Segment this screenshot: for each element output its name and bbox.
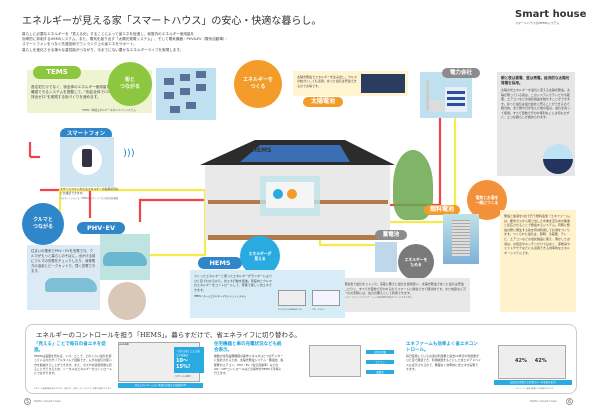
enefarm-screen-image: 42% 42% xyxy=(498,345,566,379)
fuel-cell-label: 燃料電池 xyxy=(424,205,460,215)
bottom-panel: エネルギーのコントロールを担う「HEMS」。暮らすだけで、省エネライフに切り替わ… xyxy=(25,324,577,394)
fuel-cell-text: 発電と給湯を1台で行う燃料電池「エネファーム」は、都市ガスから取り出した水素を空… xyxy=(504,214,572,255)
solar-economy-box: 朝と夜は買電、昼は売電。経済的な太陽光発電を採用。 太陽の光エネルギーを電気に変… xyxy=(497,72,575,176)
bottom-col1: 「見える」ことで毎日の省エネを促進。 HEMSは画面を見れば、いつ、どこで、どの… xyxy=(34,342,114,375)
battery-label: 蓄電池 xyxy=(375,230,407,240)
tems-label: TEMS xyxy=(33,66,81,79)
wireless-signal-icon: ))) xyxy=(123,148,135,159)
device-tag: 太陽光発電 xyxy=(366,350,394,354)
solar-label: 太陽電池 xyxy=(303,97,343,107)
logo: Smart house xyxy=(515,9,587,20)
hems-note: HEMS＝ホームエネルギーマネジメントシステム xyxy=(194,295,247,299)
solar-economy-heading: 朝と夜は買電、昼は売電。経済的な太陽光発電を採用。 xyxy=(501,76,570,85)
col2-heading: 住宅機器と車の充電状況なども統合表示。 xyxy=(214,342,282,353)
callout-text: 「見える化」による省エネ効果は xyxy=(176,350,200,357)
smartphone-text: スマートフォンからもエネルギーの使用状況などを確認できます。 xyxy=(60,187,119,195)
car-connect-circle: クルマと つながる xyxy=(22,203,64,245)
car-image xyxy=(100,234,150,280)
col3-heading: エネファームも効率よく省エネコントロール。 xyxy=(406,342,478,353)
day-night-image xyxy=(543,144,573,174)
col1-text: HEMSは画面を見れば、いつ、どこで、どのくらい電気を使っているのかがリアルタイ… xyxy=(34,354,112,376)
solar-box: 太陽光発電でエネルギーを生み出し、クルマの動力としても活用。余った電気は売電でき… xyxy=(293,71,408,96)
hems-label: HEMS xyxy=(198,257,242,269)
bath-banner: お風呂の湯温など必要なデータを総合表示! xyxy=(494,380,572,385)
device-screen-image xyxy=(309,345,361,377)
car-box: 住まいの電気でPHV・EVを充電でき、クルマがもっと暮らしのそばに。出かける前に… xyxy=(27,245,100,310)
battery-note: ※スマートグリッドアプリケーション等の接続は別途オプションとなります。 xyxy=(344,296,414,299)
phv-ev-label: PHV･EV xyxy=(77,222,125,234)
intro-text: 暮らしに必要なエネルギーを「見える化」することによって省エネを促進し、家庭内のエ… xyxy=(22,32,312,53)
intro-line: 暮らしに必要なエネルギーを「見える化」することによって省エネを促進し、家庭内のエ… xyxy=(22,32,195,36)
page-number-left: 5 xyxy=(24,398,31,405)
col2-text: 複数の住宅設備機器の操作パネルがひとつのモニターに集約されるため、太陽光発電シス… xyxy=(214,354,284,376)
child-charging-photo xyxy=(108,282,146,320)
hems-caption: スマートフォン xyxy=(312,309,325,311)
town-image xyxy=(156,68,216,120)
smartphone-image xyxy=(60,137,114,187)
tems-text: 各住宅だけでなく、街全体のエネルギー使用量を確認できるシステムを搭載して、"街区… xyxy=(31,85,111,100)
hems-text: つくったエネルギーと使ったエネルギーがモニターにより ひと目でわかるから、省エネ… xyxy=(194,274,272,292)
car-text: 住まいの電気でPHV・EVを充電でき、クルマがもっと暮らしのそばに。出かける前に… xyxy=(31,249,96,273)
device-tag: 蓄電池 xyxy=(366,370,394,374)
solar-panel-image xyxy=(361,74,405,93)
hems-box: つくったエネルギーと使ったエネルギーがモニターにより ひと目でわかるから、省エネ… xyxy=(190,270,345,318)
power-company-label: 電力会社 xyxy=(442,68,480,78)
power-company-image xyxy=(420,72,472,118)
hems-caption: タッチパネル式HEMSモニター xyxy=(278,309,303,311)
fuel-cell-image xyxy=(443,214,479,264)
screen-value: 42% xyxy=(534,358,547,364)
bottom-headline: エネルギーのコントロールを担う「HEMS」。暮らすだけで、省エネライフに切り替わ… xyxy=(36,331,301,339)
create-energy-circle: エネルギーを つくる xyxy=(234,60,282,108)
town-connect-circle: 街と つながる xyxy=(108,62,152,106)
device-tag: エアコン xyxy=(366,360,394,364)
col1-note: ※ガス・水道使用量を表示するには、別途ガス・水道メーターのセンサー設置が必要にな… xyxy=(34,388,113,390)
callout-option: （オプション表示） xyxy=(174,376,193,378)
savings-banner: 月のエネルギーコスト削減分が省エネ意識をUP! xyxy=(118,383,203,388)
callout-value: 10〜15%! xyxy=(176,358,191,370)
page-number-right: 6 xyxy=(566,398,573,405)
house-hems-label: HEMS xyxy=(252,147,272,154)
screen-value: 42% xyxy=(515,358,527,364)
col3-note: ※イメージ。画面は変更になる場合があります。 xyxy=(516,388,555,390)
page-title: エネルギーが見える家「スマートハウス」の安心・快適な暮らし。 xyxy=(22,16,322,27)
col3-text: 毎日使用しているお湯の利用量と過去10年分の利用量がひと目で確認でき、利用履歴を… xyxy=(406,354,481,371)
hems-monitor-image xyxy=(278,290,306,306)
battery-text: 蓄電池で電気をストック。深夜に蓄えた電気を昼間使い、太陽光発電で余った電気は売電… xyxy=(344,282,467,295)
store-energy-circle: エネルギーを ためる xyxy=(398,244,434,280)
intro-line: 効率的に抑制するHEMSシステム。また、電気を創り出す「太陽光発電システム」、そ… xyxy=(22,37,229,42)
fuel-cell-box: 発電と給湯を1台で行う燃料電池「エネファーム」は、都市ガスから取り出した水素を空… xyxy=(500,210,576,312)
house-illustration xyxy=(200,140,395,240)
footer-brand-left: Teitho smart town xyxy=(34,399,61,403)
hems-phone-image xyxy=(312,290,340,306)
bottom-col3: エネファームも効率よく省エネコントロール。 毎日使用しているお湯の利用量と過去1… xyxy=(406,342,481,371)
intro-line: スマートフォンをつなぐ先進技術でワンランク上の省エネをサポート。 xyxy=(22,42,137,47)
smartphone-note: ※スマートフォンで、HEMSやスマートハウスの状況を確認 xyxy=(60,197,119,200)
battery-box: 蓄電池で電気をストック。深夜に蓄えた電気を昼間使い、太陽光発電で余った電気は売電… xyxy=(340,278,470,312)
battery-image xyxy=(375,242,397,272)
col1-heading: 「見える」ことで毎日の省エネを促進。 xyxy=(34,342,106,353)
screen-label: HEMS画面 xyxy=(119,344,129,346)
car-charging-image xyxy=(45,278,97,292)
footer-brand-right: Teitho smart town xyxy=(530,399,557,403)
visible-energy-circle: エネルギーが 見える xyxy=(240,236,280,276)
callout-box: 「見える化」による省エネ効果は 10〜15%! xyxy=(174,347,204,373)
solar-text: 太陽光発電でエネルギーを生み出し、クルマの動力としても活用。余った電気は売電でき… xyxy=(297,75,357,88)
logo-subtitle: スマートハウスのHEMSシステム xyxy=(515,21,560,25)
bottom-col2: 住宅機器と車の充電状況なども統合表示。 複数の住宅設備機器の操作パネルがひとつの… xyxy=(214,342,284,375)
tems-note: TEMS＝地域エネルギーマネジメントシステム xyxy=(82,109,136,112)
device-tags: 太陽光発電 エアコン 蓄電池 xyxy=(366,350,394,374)
solar-economy-text: 太陽の光エネルギーを電気に変える太陽光発電。太陽が照っている間は、このシステムで… xyxy=(501,88,571,119)
intro-line: 暮らしを進化させる様々な高性能がつながり、今までにない豊かなエネルギーライフを実… xyxy=(22,47,184,52)
